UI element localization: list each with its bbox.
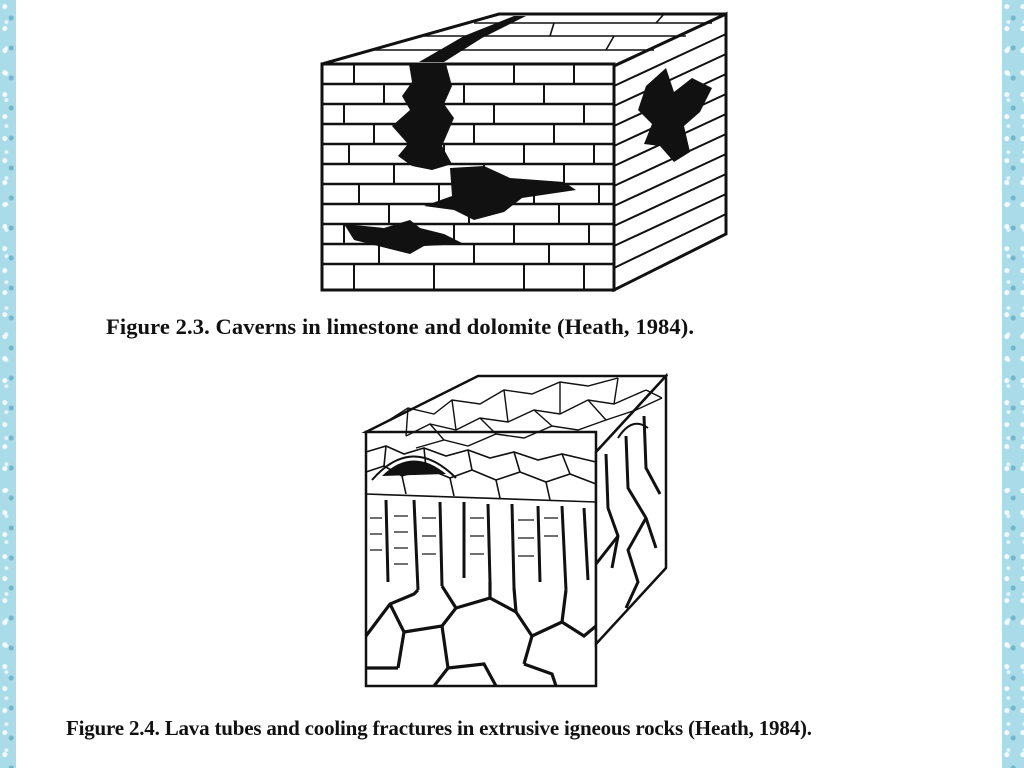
top-polygonal-joints — [385, 377, 663, 449]
columnar-joints — [384, 499, 590, 591]
right-decorative-border — [1002, 0, 1024, 768]
caverns — [344, 16, 712, 254]
lava-tube-arch — [371, 455, 457, 481]
left-decorative-border — [0, 0, 16, 768]
lava-tube-diagram — [356, 368, 668, 690]
figure-2-4-caption: Figure 2.4. Lava tubes and cooling fract… — [66, 716, 812, 740]
cooling-fractures — [364, 582, 598, 687]
limestone-cavern-diagram — [314, 6, 732, 296]
side-bedding — [613, 33, 727, 269]
figure-2-3-caption: Figure 2.3. Caverns in limestone and dol… — [106, 314, 695, 339]
block-side-face — [594, 372, 668, 648]
side-fractures — [594, 415, 662, 609]
lava-tube-front — [382, 460, 446, 476]
column-ticks — [370, 515, 558, 565]
